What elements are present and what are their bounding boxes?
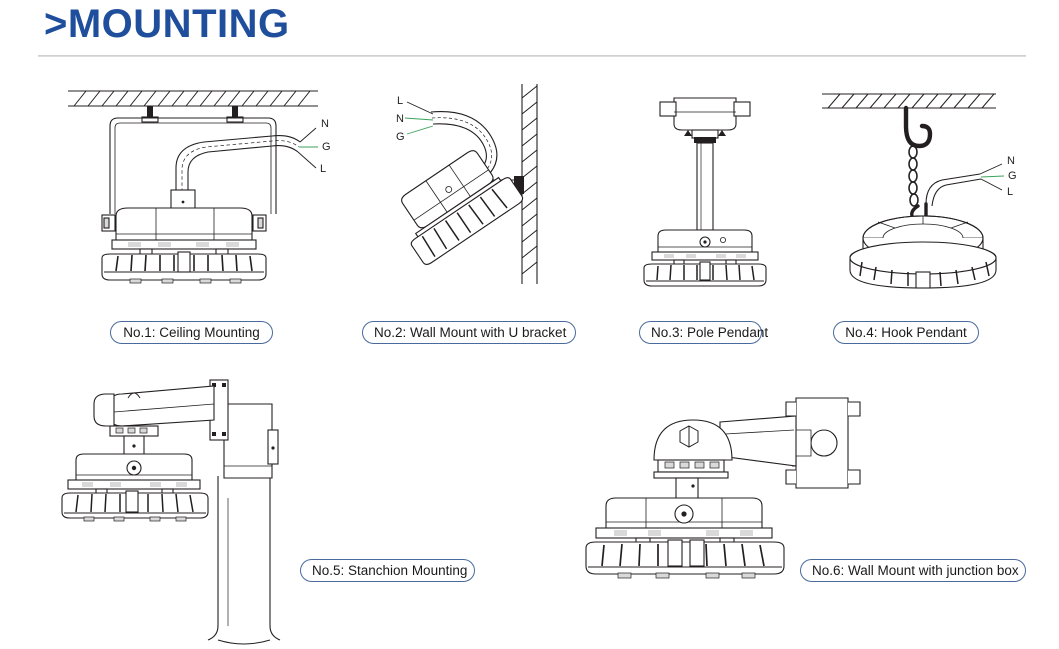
figure-label-6: No.6: Wall Mount with junction box	[800, 559, 1026, 582]
wire-label-n: N	[321, 118, 329, 130]
wire-label-n: N	[1007, 155, 1015, 167]
figure-label-3: No.3: Pole Pendant	[639, 321, 768, 344]
figure-ceiling-mounting: N G L	[58, 84, 343, 289]
figure-label-5: No.5: Stanchion Mounting	[300, 559, 475, 582]
figure-label-4: No.4: Hook Pendant	[833, 321, 979, 344]
figure-wall-mount-junction-box	[580, 390, 870, 585]
page-title: >MOUNTING	[44, 2, 290, 46]
figure-label-2: No.2: Wall Mount with U bracket	[362, 321, 576, 344]
wire-label-g: G	[1008, 170, 1017, 182]
wire-label-l: L	[397, 95, 403, 107]
wire-label-l: L	[320, 163, 326, 175]
figure-label-1: No.1: Ceiling Mounting	[110, 321, 273, 344]
figure-hook-pendant: N G L	[818, 86, 1033, 291]
wire-label-l: L	[1007, 186, 1013, 198]
page-header: >MOUNTING	[0, 0, 1059, 62]
figure-wall-mount-u-bracket: L N G	[385, 84, 585, 289]
wire-label-g: G	[396, 131, 405, 143]
wire-label-n: N	[396, 113, 404, 125]
wire-label-g: G	[322, 141, 331, 153]
figure-pole-pendant	[630, 90, 780, 290]
figure-stanchion-mounting	[58, 368, 298, 646]
header-divider	[38, 55, 1026, 57]
